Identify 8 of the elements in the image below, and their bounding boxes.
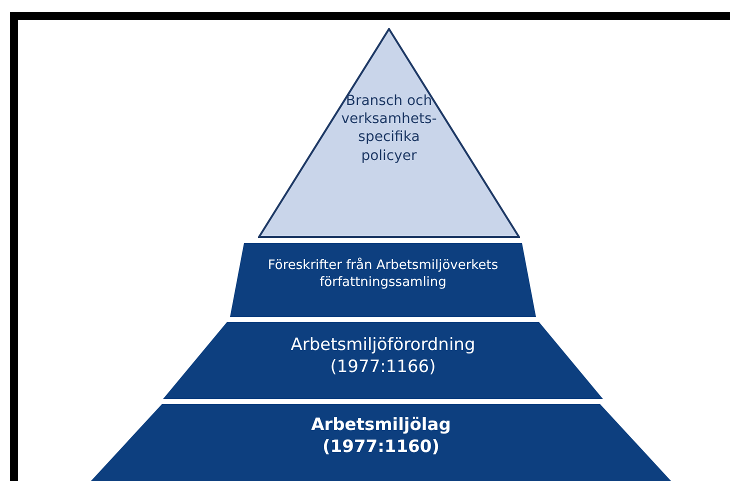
pyramid-top-triangle: [258, 28, 520, 238]
tier-label: Bransch och verksamhets- specifika policyer: [340, 92, 438, 165]
pyramid-tier: [163, 322, 603, 399]
tier-label: Föreskrifter från Arbetsmiljöverkets författningssamling: [266, 258, 500, 292]
pyramid-base-tier: [90, 404, 672, 481]
pyramid-tier: [230, 243, 536, 317]
tier-label: Arbetsmiljöförordning (1977:1166): [290, 334, 476, 378]
tier-label: Arbetsmiljölag (1977:1160): [310, 414, 452, 458]
